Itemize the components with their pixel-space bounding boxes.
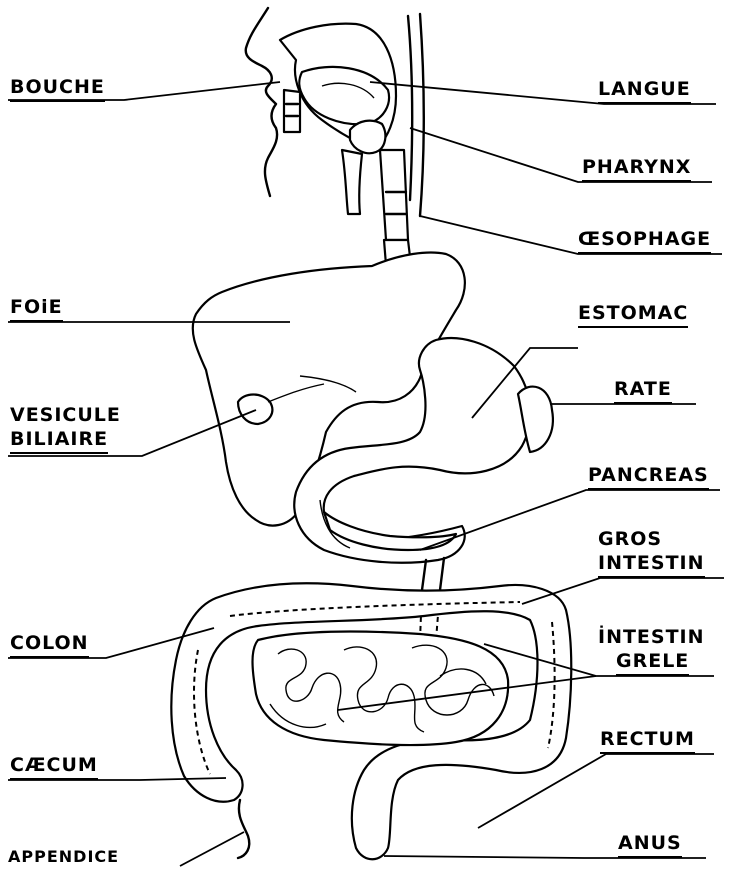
- label-vesicule: VESICULE: [10, 404, 121, 426]
- label-pancreas: PANCREAS: [588, 464, 709, 490]
- label-bouche: BOUCHE: [10, 76, 105, 102]
- label-intestin: İNTESTIN: [598, 626, 705, 648]
- label-gros-intestin: INTESTIN: [598, 552, 705, 578]
- label-appendice: APPENDICE: [8, 846, 119, 868]
- label-gros: GROS: [598, 528, 662, 550]
- label-pharynx: PHARYNX: [582, 156, 691, 182]
- pancreas: [320, 500, 456, 550]
- label-rectum: RECTUM: [600, 728, 695, 754]
- label-oesophage: ŒSOPHAGE: [578, 228, 711, 254]
- label-biliaire: BILIAIRE: [10, 428, 108, 454]
- label-caecum: CÆCUM: [10, 754, 98, 780]
- head-profile: [246, 8, 424, 240]
- label-anus: ANUS: [618, 832, 682, 858]
- label-estomac: ESTOMAC: [578, 302, 688, 328]
- label-colon: COLON: [10, 632, 89, 658]
- small-intestine: [253, 632, 509, 746]
- label-langue: LANGUE: [598, 78, 691, 104]
- label-grele: GRELE: [616, 650, 689, 676]
- appendix: [238, 800, 249, 858]
- label-foie: FOiE: [10, 296, 63, 322]
- label-rate: RATE: [614, 378, 672, 404]
